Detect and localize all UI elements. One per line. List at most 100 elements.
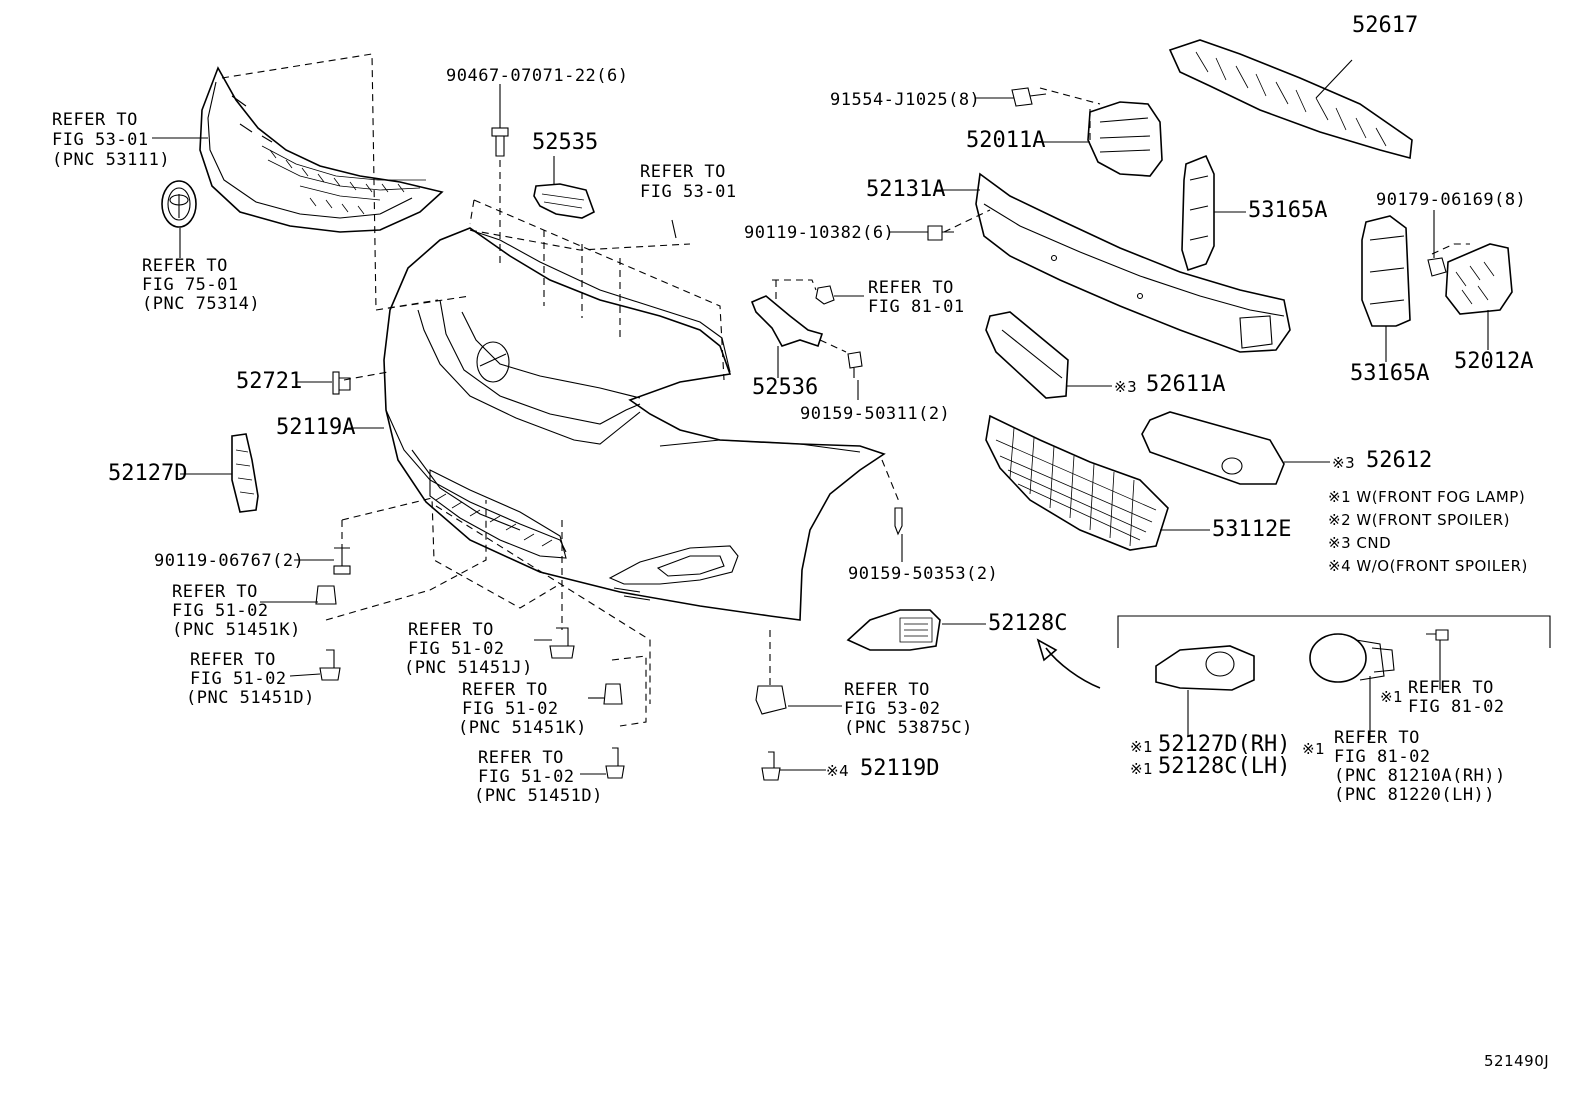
label-ref-81-01-1: REFER TO [868, 278, 954, 298]
label-ref-53875C-3: (PNC 53875C) [844, 718, 973, 738]
label-ref-81-02-screw-1: REFER TO [1408, 678, 1494, 698]
label-ref-51451J-1: REFER TO [408, 620, 494, 640]
label-ref-81-02-screw-2: FIG 81-02 [1408, 697, 1505, 717]
cover-52128C-illustration [846, 609, 941, 651]
label-ref-81-02-lamp-1: REFER TO [1334, 728, 1420, 748]
label-bolt-91554: 91554-J1025(8) [830, 90, 981, 110]
label-ref-51451D-left-2: FIG 51-02 [190, 669, 287, 689]
label-ref-51451K-mid-3: (PNC 51451K) [458, 718, 587, 738]
label-52119D: 52119D [860, 756, 940, 781]
label-ref-51451J-3: (PNC 51451J) [404, 658, 533, 678]
label-52536: 52536 [752, 375, 819, 400]
label-grille-upper-ref-2: FIG 53-01 [52, 130, 149, 150]
fog-lamp-illustration [1309, 633, 1395, 683]
label-ref-51451J-2: FIG 51-02 [408, 639, 505, 659]
label-grille-upper-ref-3: (PNC 53111) [52, 150, 171, 170]
label-emblem-ref-3: (PNC 75314) [142, 294, 261, 314]
spacer-52612-illustration [1141, 411, 1285, 485]
label-ref-81-02-lamp-2: FIG 81-02 [1334, 747, 1431, 767]
mark-ref-81-02-screw: ※1 [1380, 688, 1404, 706]
label-ref-81-01-2: FIG 81-01 [868, 297, 965, 317]
fasteners-left-illustration [315, 507, 903, 781]
label-52535: 52535 [532, 130, 599, 155]
label-52617: 52617 [1352, 13, 1419, 38]
clip-52721-illustration [332, 371, 351, 395]
mark-ref-81-02-lamp: ※1 [1302, 740, 1326, 758]
note-1: ※1 W(FRONT FOG LAMP) [1328, 488, 1526, 506]
label-kit-rh: 52127D(RH) [1158, 732, 1291, 757]
bracket-52011A-illustration [1087, 101, 1163, 177]
label-52131A: 52131A [866, 177, 946, 202]
label-52011A: 52011A [966, 128, 1046, 153]
reinforcement-52131A-illustration [975, 172, 1291, 353]
label-ref-51451K-mid-1: REFER TO [462, 680, 548, 700]
label-ref-51451K-mid-2: FIG 51-02 [462, 699, 559, 719]
fog-cover-kit-illustration [1155, 645, 1255, 691]
label-52611A: 52611A [1146, 372, 1226, 397]
label-emblem-ref-2: FIG 75-01 [142, 275, 239, 295]
bolt-90119-10382-illustration [927, 225, 954, 241]
label-nut-90179: 90179-06169(8) [1376, 190, 1527, 210]
bracket-53165A-upper-illustration [1181, 154, 1215, 272]
leader-lines [152, 59, 1551, 775]
note-4: ※4 W/O(FRONT SPOILER) [1328, 557, 1528, 575]
dashed-guides [221, 53, 1470, 727]
label-ref-81-02-lamp-3: (PNC 81210A(RH)) [1334, 766, 1506, 786]
mark-52611A: ※3 [1114, 378, 1138, 396]
label-ref-51451K-left-2: FIG 51-02 [172, 601, 269, 621]
bracket-52535-illustration [533, 183, 595, 219]
label-ref-53875C-2: FIG 53-02 [844, 699, 941, 719]
label-ref-51451D-mid-2: FIG 51-02 [478, 767, 575, 787]
label-grille-upper-ref-1: REFER TO [52, 110, 138, 130]
label-clip-90467: 90467-07071-22(6) [446, 66, 629, 86]
label-ref-51451K-left-1: REFER TO [172, 582, 258, 602]
bumper-cover-illustration [383, 227, 886, 621]
lower-grille-53112E-illustration [985, 414, 1169, 551]
bolt-91554-illustration [1011, 87, 1047, 107]
label-upper-ref-1: REFER TO [640, 162, 726, 182]
label-53112E: 53112E [1212, 517, 1292, 542]
label-52128C: 52128C [988, 611, 1068, 636]
absorber-52617-illustration [1168, 39, 1413, 160]
label-ref-51451K-left-3: (PNC 51451K) [172, 620, 301, 640]
label-ref-51451D-mid-3: (PNC 51451D) [474, 786, 603, 806]
label-52012A: 52012A [1454, 349, 1534, 374]
label-53165A-upper: 53165A [1248, 198, 1328, 223]
cover-52127D-illustration [231, 433, 259, 513]
note-2: ※2 W(FRONT SPOILER) [1328, 511, 1510, 529]
arrow-illustration [1036, 638, 1101, 689]
label-emblem-ref-1: REFER TO [142, 256, 228, 276]
label-bolt-90119-10382: 90119-10382(6) [744, 223, 895, 243]
label-ref-53875C-1: REFER TO [844, 680, 930, 700]
label-screw-90159-50311: 90159-50311(2) [800, 404, 951, 424]
label-kit-lh: 52128C(LH) [1158, 754, 1291, 779]
nut-90179-illustration [1427, 257, 1447, 277]
mark-kit-rh: ※1 [1130, 738, 1154, 756]
label-ref-51451D-mid-1: REFER TO [478, 748, 564, 768]
mark-kit-lh: ※1 [1130, 760, 1154, 778]
label-53165A-lower: 53165A [1350, 361, 1430, 386]
note-3: ※3 CND [1328, 534, 1392, 552]
label-bolt-90119-06767: 90119-06767(2) [154, 551, 305, 571]
fog-screw-illustration [1426, 629, 1449, 641]
diagram-id: 521490J [1484, 1052, 1550, 1070]
bracket-53165A-lower-illustration [1361, 215, 1411, 327]
label-52127D: 52127D [108, 461, 188, 486]
label-ref-51451D-left-3: (PNC 51451D) [186, 688, 315, 708]
upper-grille-illustration [199, 66, 444, 233]
emblem-illustration [161, 180, 197, 228]
label-upper-ref-2: FIG 53-01 [640, 182, 737, 202]
label-ref-81-02-lamp-4: (PNC 81220(LH)) [1334, 785, 1496, 805]
mark-52119D: ※4 [826, 762, 850, 780]
spacer-52611A-illustration [985, 311, 1069, 399]
label-screw-90159-50353: 90159-50353(2) [848, 564, 999, 584]
label-ref-51451D-left-1: REFER TO [190, 650, 276, 670]
mark-52612: ※3 [1332, 454, 1356, 472]
clip-90467-illustration [491, 127, 509, 157]
label-52721: 52721 [236, 369, 303, 394]
label-52612: 52612 [1366, 448, 1433, 473]
bracket-52536-illustration [750, 285, 863, 378]
bracket-52012A-illustration [1445, 243, 1513, 315]
label-52119A: 52119A [276, 415, 356, 440]
